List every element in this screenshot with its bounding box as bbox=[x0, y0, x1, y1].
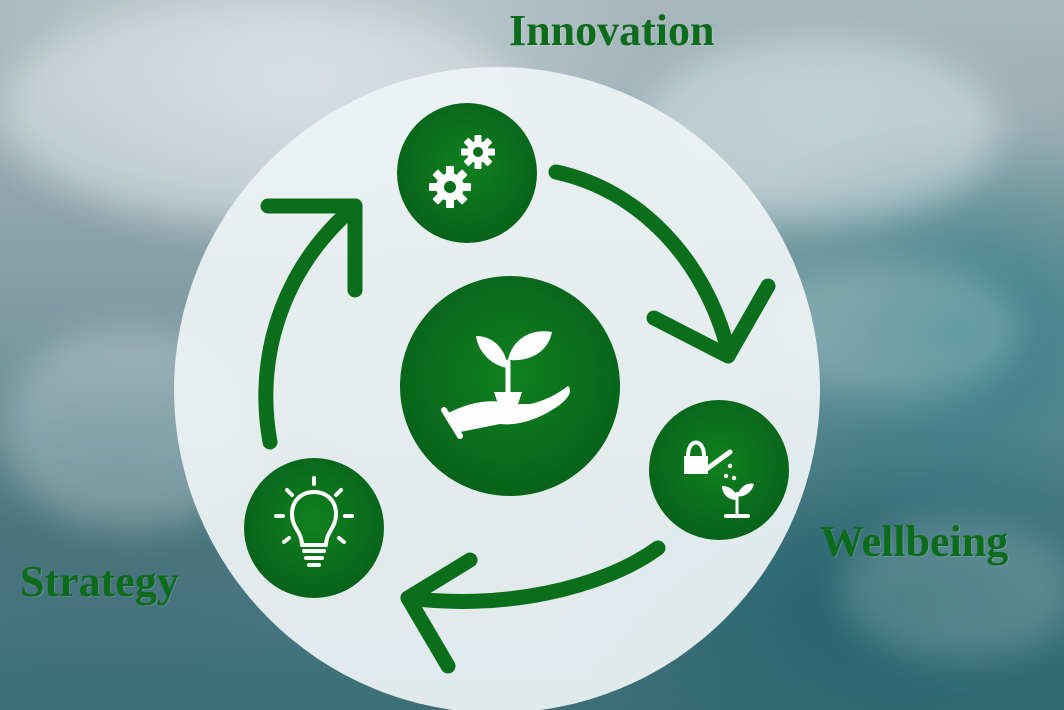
strategy-node bbox=[244, 458, 384, 598]
arrow-strategy-to-innovation bbox=[258, 198, 363, 450]
hand-with-plant-icon bbox=[441, 331, 571, 439]
strategy-node-circle bbox=[244, 458, 384, 598]
wellbeing-node bbox=[649, 400, 789, 540]
innovation-node-circle bbox=[397, 103, 537, 243]
center-node bbox=[400, 276, 620, 496]
arrowhead-innovation-to-wellbeing bbox=[646, 278, 776, 364]
arrow-wellbeing-to-strategy bbox=[400, 540, 666, 609]
innovation-node bbox=[397, 103, 537, 243]
arrowhead-wellbeing-to-strategy bbox=[400, 552, 478, 674]
foam-cloud bbox=[840, 520, 1064, 660]
arrow-innovation-to-wellbeing bbox=[548, 164, 736, 358]
arrowhead-strategy-to-innovation bbox=[260, 198, 363, 298]
watering-can-icon bbox=[684, 440, 754, 518]
wellbeing-node-circle bbox=[649, 400, 789, 540]
innovation-label: Innovation bbox=[509, 6, 715, 55]
gears-icon bbox=[429, 135, 495, 208]
wellbeing-label: Wellbeing bbox=[820, 517, 1009, 566]
strategy-label: Strategy bbox=[20, 557, 179, 606]
lightbulb-icon bbox=[274, 476, 354, 567]
